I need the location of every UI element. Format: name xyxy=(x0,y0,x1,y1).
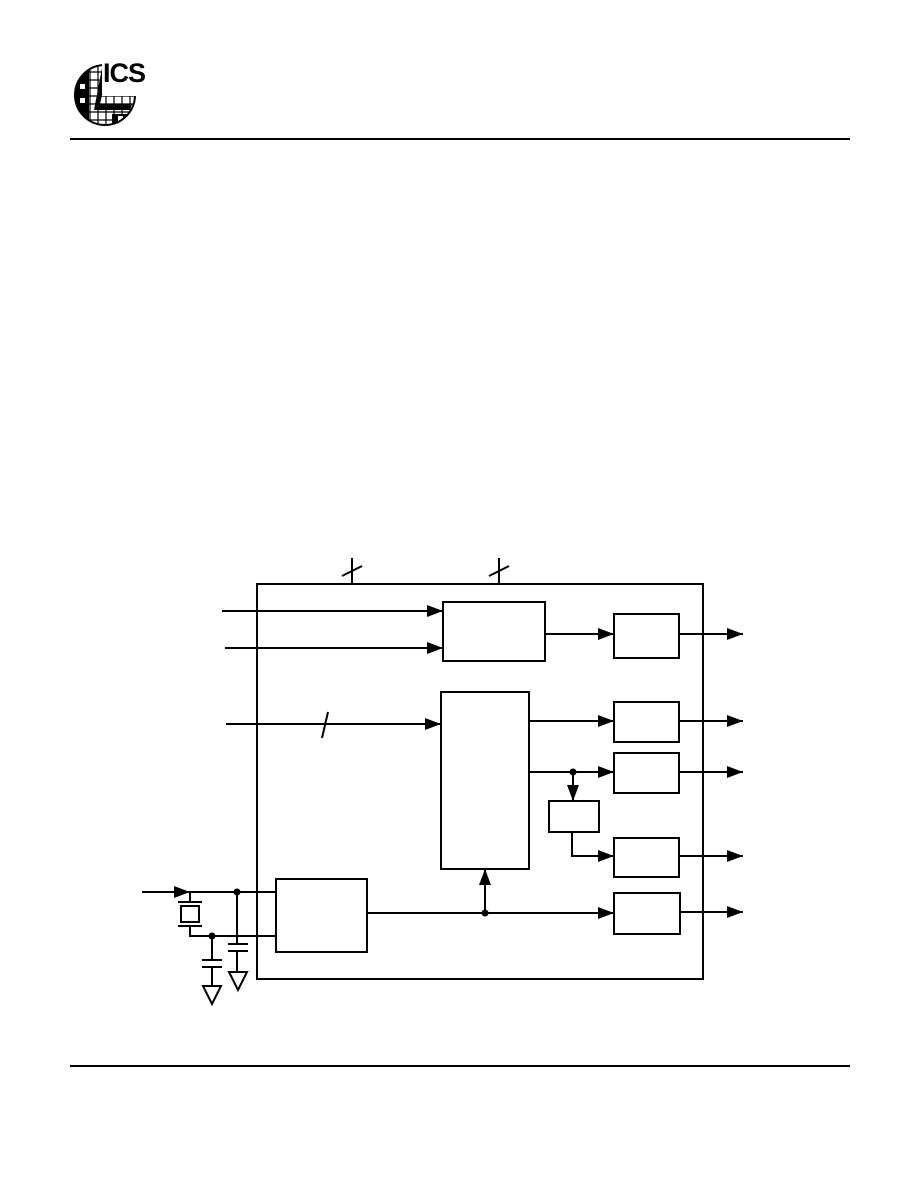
footer-divider xyxy=(70,1065,850,1067)
crystal-icon xyxy=(180,905,200,923)
output-buffer-1 xyxy=(613,613,680,659)
output-buffer-4 xyxy=(613,837,680,878)
link-divider-to-buffer4 xyxy=(571,832,614,862)
junction-dot-crystal-bottom xyxy=(208,932,216,940)
top-bus-1-slash xyxy=(341,565,363,577)
junction-dot-crystal-top xyxy=(233,888,241,896)
logo-wordmark: ICS xyxy=(103,58,146,88)
junction-dot-feedback xyxy=(481,909,489,917)
chip-boundary xyxy=(256,583,704,980)
header-divider xyxy=(70,138,850,140)
top-bus-2-slash xyxy=(488,565,510,577)
input-bus-slash xyxy=(321,711,329,739)
output-buffer-2 xyxy=(613,701,680,743)
ground-icon-2 xyxy=(227,971,249,993)
ics-logo-icon xyxy=(72,58,142,128)
output-buffer-3 xyxy=(613,752,680,794)
block-center-logic xyxy=(440,691,530,870)
company-logo xyxy=(72,58,142,128)
block-divider xyxy=(548,800,600,833)
block-oscillator xyxy=(275,878,368,953)
block-top-logic xyxy=(442,601,546,662)
output-buffer-5 xyxy=(613,892,681,935)
crystal-bottom-wire xyxy=(189,926,276,937)
ground-icon-1 xyxy=(201,985,223,1007)
junction-dot-branch xyxy=(569,768,577,776)
